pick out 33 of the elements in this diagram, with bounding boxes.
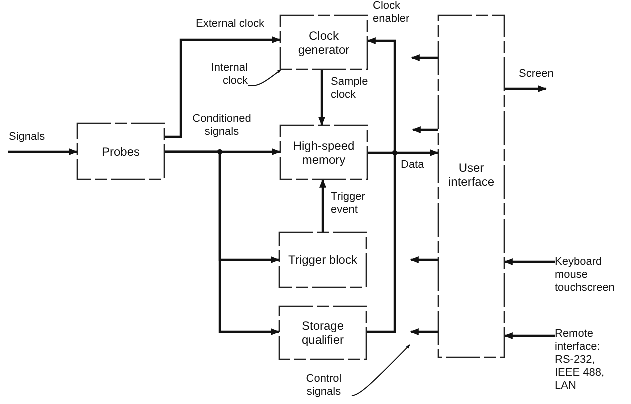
arrow <box>504 258 555 266</box>
block-box <box>77 123 165 180</box>
annotation-text: Keyboard mouse touchscreen <box>555 256 627 296</box>
arrow <box>367 37 396 334</box>
edge-label: Signals <box>8 131 46 144</box>
annotation-text: Remote interface: RS-232, IEEE 488, LAN <box>555 328 617 394</box>
block-label: Trigger block <box>288 253 358 267</box>
arrow <box>411 54 438 62</box>
block-box <box>280 15 368 70</box>
arrow <box>412 126 438 134</box>
arrow <box>505 85 547 93</box>
arrow <box>504 332 555 340</box>
block-label: User interface <box>447 160 496 188</box>
block-box <box>280 125 368 180</box>
block-label: Probes <box>100 144 142 158</box>
arrow <box>318 70 326 126</box>
block-label: High-speed memory <box>292 138 356 166</box>
arrow <box>8 148 78 156</box>
annotation-text: Internal clock <box>196 62 248 90</box>
block-label: Clock generator <box>297 28 351 56</box>
block-box <box>279 232 367 288</box>
leader-line <box>248 70 282 86</box>
arrow <box>165 36 281 138</box>
annotation-text: Control signals <box>296 373 352 401</box>
arrow <box>165 150 280 336</box>
block-label: Storage qualifier <box>300 319 346 347</box>
arrow <box>319 179 327 232</box>
arrow <box>410 256 438 264</box>
block-box <box>438 15 505 358</box>
arrow <box>410 328 438 336</box>
leader-line <box>352 344 410 396</box>
block-box <box>279 306 367 360</box>
arrow <box>368 149 439 157</box>
